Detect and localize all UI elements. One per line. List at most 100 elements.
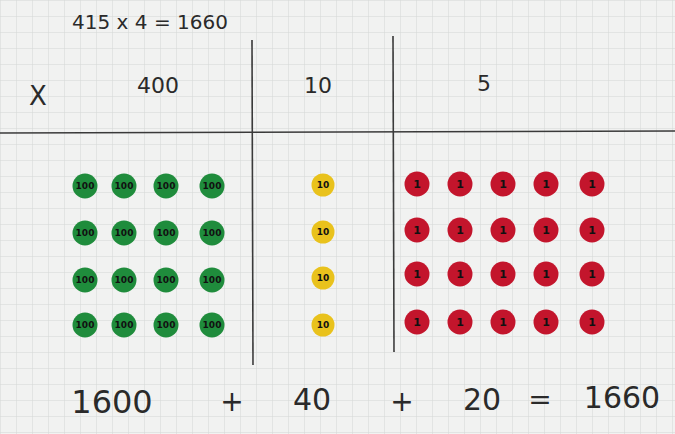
hundred-counter: 100 [72, 220, 98, 246]
column-heading: X [29, 83, 47, 109]
counter-fill [200, 221, 225, 246]
counter-fill [154, 221, 179, 246]
counter-value: 100 [157, 321, 176, 330]
ten-counter: 10 [311, 266, 335, 290]
one-counter: 1 [490, 217, 516, 243]
counter-value: 100 [76, 229, 95, 238]
one-counter: 1 [447, 309, 473, 335]
one-counter: 1 [533, 171, 559, 197]
counter-fill [491, 218, 516, 243]
hundred-counter: 100 [153, 312, 179, 338]
hundred-counter: 100 [111, 220, 137, 246]
ten-counter: 10 [311, 220, 335, 244]
hundred-counter: 100 [199, 220, 225, 246]
counter-fill [154, 313, 179, 338]
counter-fill [534, 262, 559, 287]
counter-value: 1 [542, 317, 550, 328]
one-counter: 1 [404, 309, 430, 335]
counter-fill [448, 262, 473, 287]
one-counter: 1 [533, 261, 559, 287]
one-counter: 1 [533, 309, 559, 335]
counter-fill [405, 310, 430, 335]
hundred-counter: 100 [153, 173, 179, 199]
counter-value: 1 [413, 269, 421, 280]
counter-fill [405, 172, 430, 197]
counter-fill [112, 268, 137, 293]
one-counter: 1 [490, 309, 516, 335]
sum-term: + [220, 388, 243, 416]
counter-value: 1 [499, 225, 507, 236]
counter-value: 1 [413, 317, 421, 328]
counter-value: 1 [499, 179, 507, 190]
counter-value: 1 [456, 317, 464, 328]
counter-value: 100 [76, 321, 95, 330]
counter-value: 100 [157, 182, 176, 191]
counter-value: 1 [542, 179, 550, 190]
counter-fill [491, 310, 516, 335]
sum-term: + [390, 388, 413, 416]
counter-value: 10 [317, 228, 330, 237]
counter-value: 1 [588, 179, 596, 190]
counter-value: 100 [157, 229, 176, 238]
one-counter: 1 [404, 171, 430, 197]
sum-term: 1660 [584, 383, 660, 413]
counter-fill [534, 172, 559, 197]
counter-value: 1 [499, 269, 507, 280]
counter-value: 100 [115, 276, 134, 285]
counter-fill [154, 174, 179, 199]
one-counter: 1 [404, 261, 430, 287]
counter-fill [312, 221, 335, 244]
counter-fill [448, 172, 473, 197]
counter-value: 1 [588, 317, 596, 328]
one-counter: 1 [579, 171, 605, 197]
counter-fill [405, 218, 430, 243]
table-rule [0, 131, 675, 133]
counter-fill [73, 174, 98, 199]
equation: 415 x 4 = 1660 [72, 12, 228, 32]
hundred-counter: 100 [199, 173, 225, 199]
hundred-counter: 100 [111, 173, 137, 199]
counter-value: 100 [115, 182, 134, 191]
counter-fill [312, 174, 335, 197]
counter-fill [73, 221, 98, 246]
sum-term: 1600 [71, 386, 152, 418]
counter-fill [491, 172, 516, 197]
counter-fill [312, 267, 335, 290]
hundred-counter: 100 [72, 267, 98, 293]
table-rule [393, 36, 394, 352]
counter-value: 10 [317, 274, 330, 283]
counter-fill [580, 218, 605, 243]
counter-fill [534, 218, 559, 243]
counter-fill [200, 268, 225, 293]
counter-fill [534, 310, 559, 335]
hundred-counter: 100 [111, 267, 137, 293]
hundred-counter: 100 [199, 312, 225, 338]
counter-fill [112, 174, 137, 199]
sum-term: = [528, 386, 551, 414]
counter-fill [112, 313, 137, 338]
counter-value: 1 [413, 179, 421, 190]
counter-value: 1 [456, 179, 464, 190]
one-counter: 1 [579, 217, 605, 243]
hundred-counter: 100 [72, 312, 98, 338]
counter-fill [200, 174, 225, 199]
counter-value: 10 [317, 181, 330, 190]
hundred-counter: 100 [72, 173, 98, 199]
counter-fill [73, 268, 98, 293]
counter-value: 100 [203, 229, 222, 238]
counter-value: 100 [203, 321, 222, 330]
column-heading: 5 [477, 73, 491, 95]
counter-value: 100 [115, 229, 134, 238]
counter-fill [312, 314, 335, 337]
counter-value: 1 [588, 225, 596, 236]
one-counter: 1 [447, 217, 473, 243]
counter-fill [580, 310, 605, 335]
counter-value: 100 [76, 276, 95, 285]
counter-fill [491, 262, 516, 287]
counter-fill [73, 313, 98, 338]
counter-value: 100 [203, 276, 222, 285]
one-counter: 1 [447, 261, 473, 287]
